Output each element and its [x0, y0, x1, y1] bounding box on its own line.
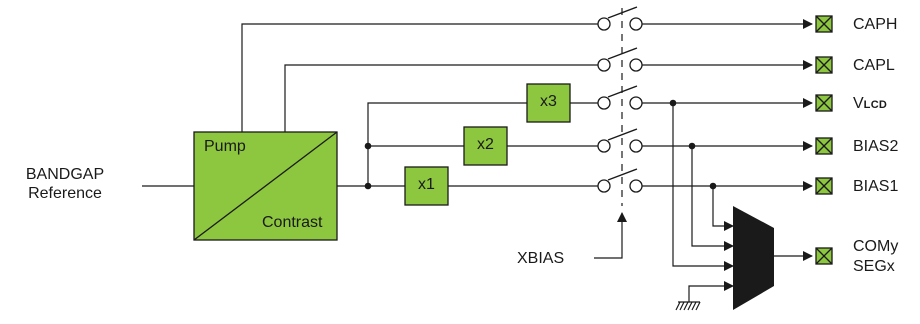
switch-caph	[597, 6, 643, 31]
junction-dot	[364, 182, 372, 190]
x3-label: x3	[540, 93, 557, 110]
capl-label: CAPL	[853, 57, 895, 74]
pin-caph-icon	[815, 15, 833, 33]
ground-icon	[675, 301, 701, 311]
switch-capl	[597, 47, 643, 72]
junction-dot	[669, 99, 677, 107]
seg-label: SEGx	[853, 258, 895, 275]
multiplier-x1-box	[404, 166, 449, 206]
bandgap-label: BANDGAP Reference	[0, 165, 130, 203]
switch-vlcd	[597, 85, 643, 110]
switch-bias1	[597, 168, 643, 193]
multiplexer	[733, 206, 774, 310]
bandgap-line2: Reference	[28, 185, 102, 202]
switch-bias2	[597, 128, 643, 153]
junction-dot	[688, 142, 696, 150]
bandgap-line1: BANDGAP	[25, 166, 105, 183]
vlcd-main: V	[853, 95, 864, 112]
capl-wire	[284, 64, 598, 132]
multiplier-x3-box	[526, 83, 571, 123]
caph-wire	[241, 23, 598, 132]
contrast-label: Contrast	[262, 214, 323, 231]
bias1-tap-wire	[712, 186, 734, 231]
bias2-tap-wire	[691, 146, 734, 251]
vlcd-tap-wire	[672, 103, 734, 271]
vlcd-label: VLCD	[853, 94, 887, 115]
vlcd-sub: LCD	[863, 99, 888, 111]
bus-x3-wire	[367, 102, 527, 186]
xbias-label: XBIAS	[517, 250, 565, 267]
junction-dot	[709, 182, 717, 190]
x1-label: x1	[418, 176, 435, 193]
pin-bias1-icon	[815, 177, 833, 195]
x2-label: x2	[477, 136, 494, 153]
bias1-label: BIAS1	[853, 178, 899, 195]
com-label: COMy	[853, 238, 899, 255]
junction-dot	[364, 142, 372, 150]
caph-label: CAPH	[853, 16, 898, 33]
pin-bias2-icon	[815, 137, 833, 155]
pump-label: Pump	[204, 138, 246, 155]
xbias-wire	[594, 212, 627, 259]
pin-capl-icon	[815, 56, 833, 74]
pin-comseg-icon	[815, 247, 833, 265]
pin-vlcd-icon	[815, 94, 833, 112]
ground-wire	[688, 285, 709, 302]
pump-contrast-block	[193, 131, 338, 241]
multiplier-x2-box	[463, 126, 508, 166]
bias2-label: BIAS2	[853, 138, 899, 155]
